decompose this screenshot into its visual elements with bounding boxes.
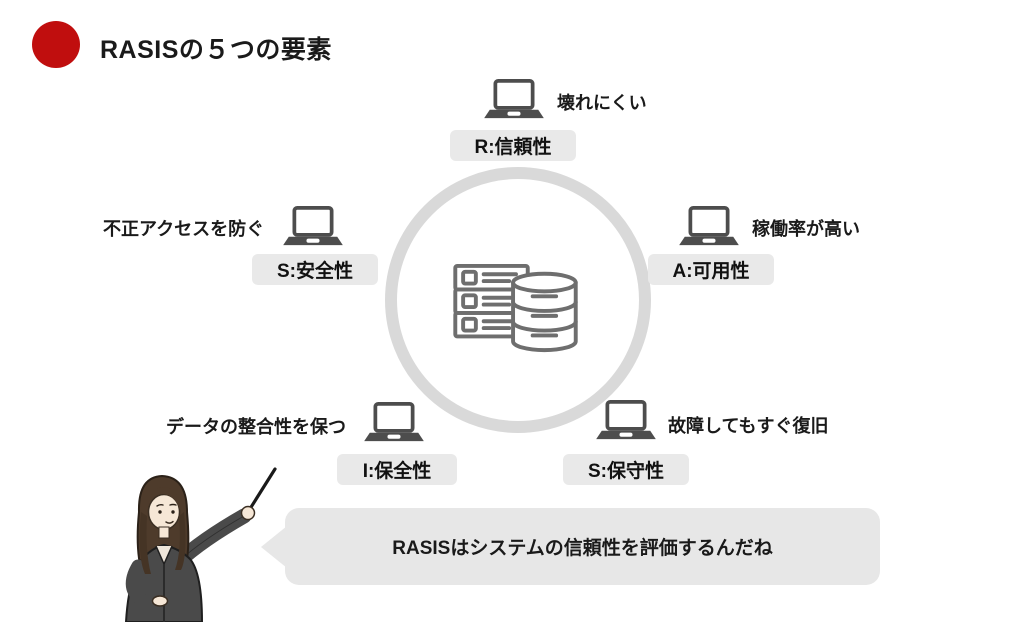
page-title: RASISの５つの要素 <box>100 36 332 64</box>
speech-bubble: RASISはシステムの信頼性を評価するんだね <box>285 508 880 585</box>
security-laptop-icon <box>282 206 344 247</box>
reliability-laptop-icon <box>483 79 545 120</box>
speech-bubble-tail <box>261 526 287 568</box>
availability-label: A:可用性 <box>648 254 774 285</box>
security-description: 不正アクセスを防ぐ <box>103 219 265 239</box>
speech-bubble-text: RASISはシステムの信頼性を評価するんだね <box>392 538 773 559</box>
server-database-icon <box>453 263 578 353</box>
integrity-laptop-icon <box>363 402 425 443</box>
title-bullet-red-dot <box>32 21 80 68</box>
availability-description: 稼働率が高い <box>752 219 860 239</box>
security-label: S:安全性 <box>252 254 378 285</box>
reliability-description: 壊れにくい <box>557 93 647 113</box>
serviceability-description: 故障してもすぐ復旧 <box>668 416 829 436</box>
availability-laptop-icon <box>678 206 740 247</box>
serviceability-laptop-icon <box>595 400 657 441</box>
presenter-character-illustration <box>124 467 277 622</box>
integrity-description: データの整合性を保つ <box>166 417 346 437</box>
reliability-label: R:信頼性 <box>450 130 576 161</box>
serviceability-label: S:保守性 <box>563 454 689 485</box>
integrity-label: I:保全性 <box>337 454 457 485</box>
